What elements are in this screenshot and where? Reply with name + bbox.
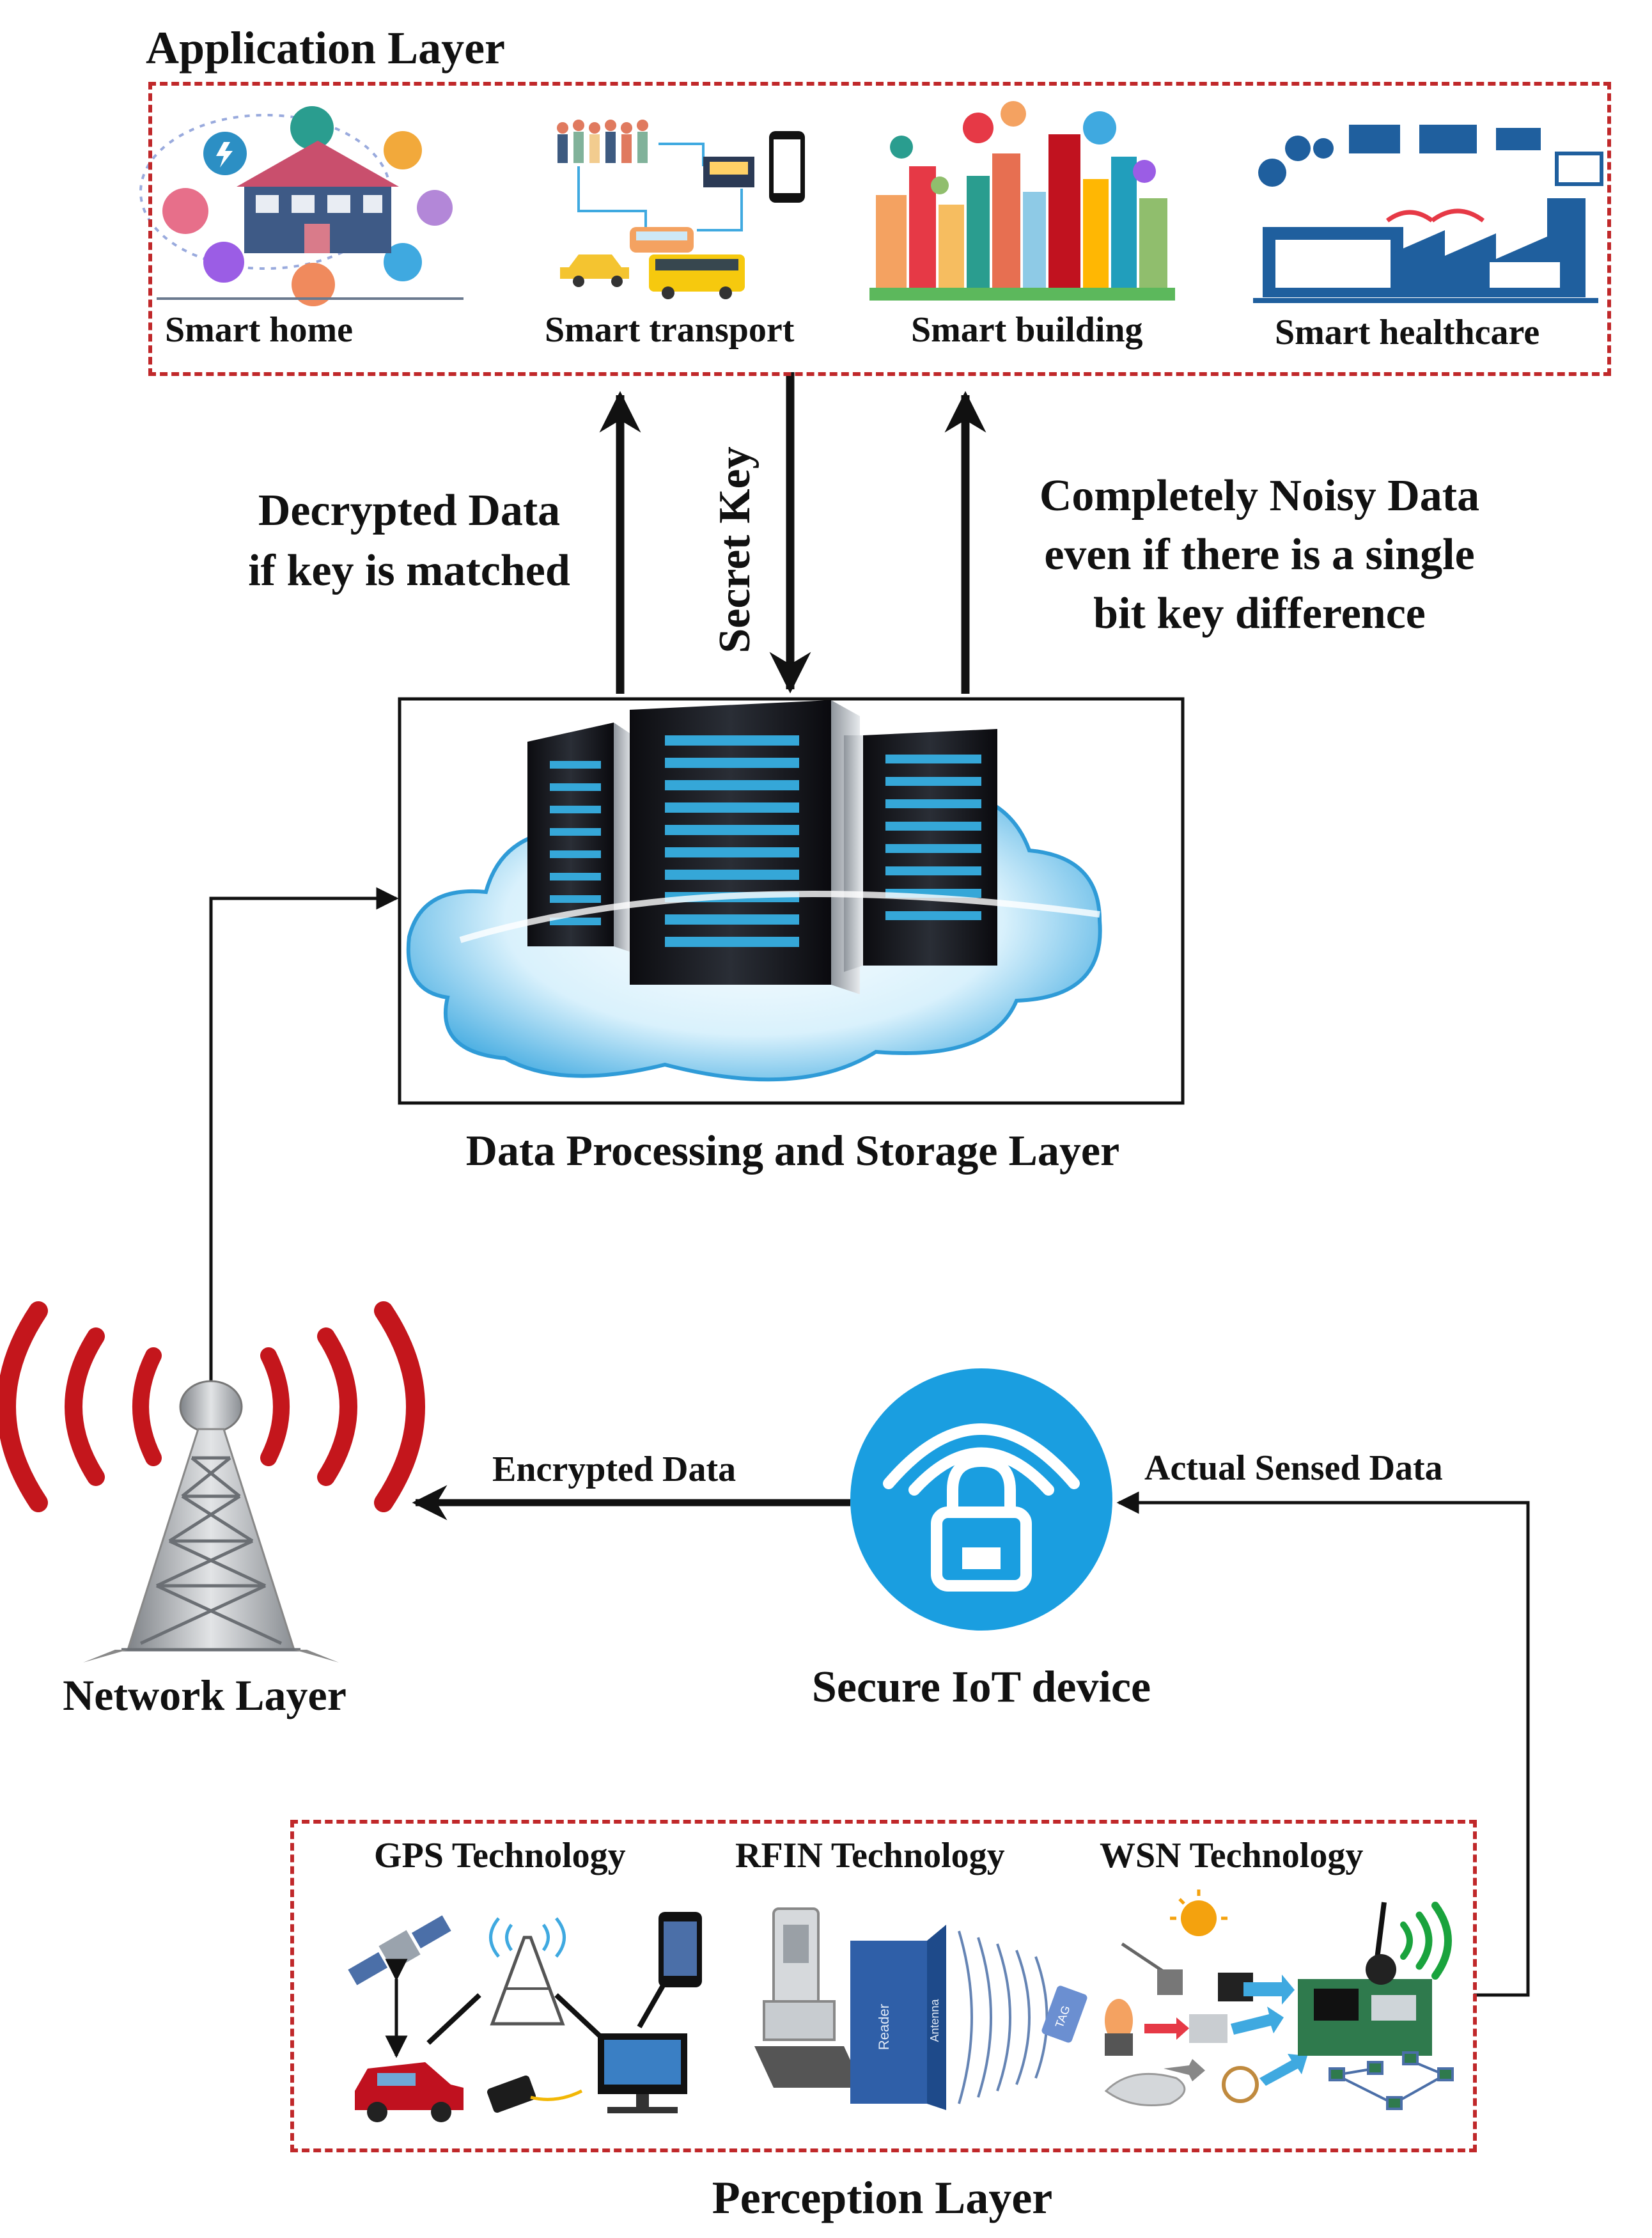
decrypted-data-label: Decrypted Data if key is matched [217,481,601,601]
smart-home-label: Smart home [165,310,353,350]
gps-technology-icon [348,1912,702,2122]
rfid-antenna-label: Antenna [928,1998,941,2042]
decrypted-data-line: if key is matched [248,546,570,595]
cloud-server-icon [406,700,1102,1082]
decrypted-data-line: Decrypted Data [258,486,561,535]
network-layer-title: Network Layer [63,1671,347,1719]
wsn-technology-label: WSN Technology [1100,1836,1364,1875]
wireless-lock-icon [850,1368,1112,1631]
noisy-data-line: Completely Noisy Data [1039,471,1480,520]
sensed-data-connector [1116,1491,1530,1997]
perception-layer-title: Perception Layer [712,2172,1053,2223]
smart-healthcare-icon [1253,125,1603,303]
gps-technology-label: GPS Technology [374,1836,626,1875]
smart-building-icon [869,101,1175,301]
smart-home-icon [139,106,464,306]
smart-building-label: Smart building [911,310,1143,350]
smart-transport-label: Smart transport [545,310,795,350]
application-layer-title: Application Layer [146,22,506,74]
network-to-storage-connector [209,887,399,1407]
noisy-data-label: Completely Noisy Data even if there is a… [985,467,1534,643]
noisy-data-line: bit key difference [1093,589,1426,638]
actual-sensed-data-label: Actual Sensed Data [1144,1448,1443,1488]
secret-key-label: Secret Key [710,446,760,653]
rfin-technology-label: RFIN Technology [735,1836,1005,1875]
rfid-reader-label: Reader [876,2004,892,2050]
smart-transport-icon [557,120,805,299]
noisy-data-line: even if there is a single [1044,530,1475,579]
encrypted-data-label: Encrypted Data [492,1450,736,1489]
secure-iot-device-title: Secure IoT device [811,1663,1151,1712]
storage-layer-title: Data Processing and Storage Layer [465,1126,1120,1175]
wsn-technology-icon [1104,1890,1454,2110]
rfid-technology-icon: Reader Antenna TAG [754,1907,1087,2110]
perception-layer-box [290,1820,1477,2152]
application-layer-box [148,82,1611,376]
smart-healthcare-label: Smart healthcare [1275,313,1540,352]
radio-tower-icon [0,1301,425,1663]
